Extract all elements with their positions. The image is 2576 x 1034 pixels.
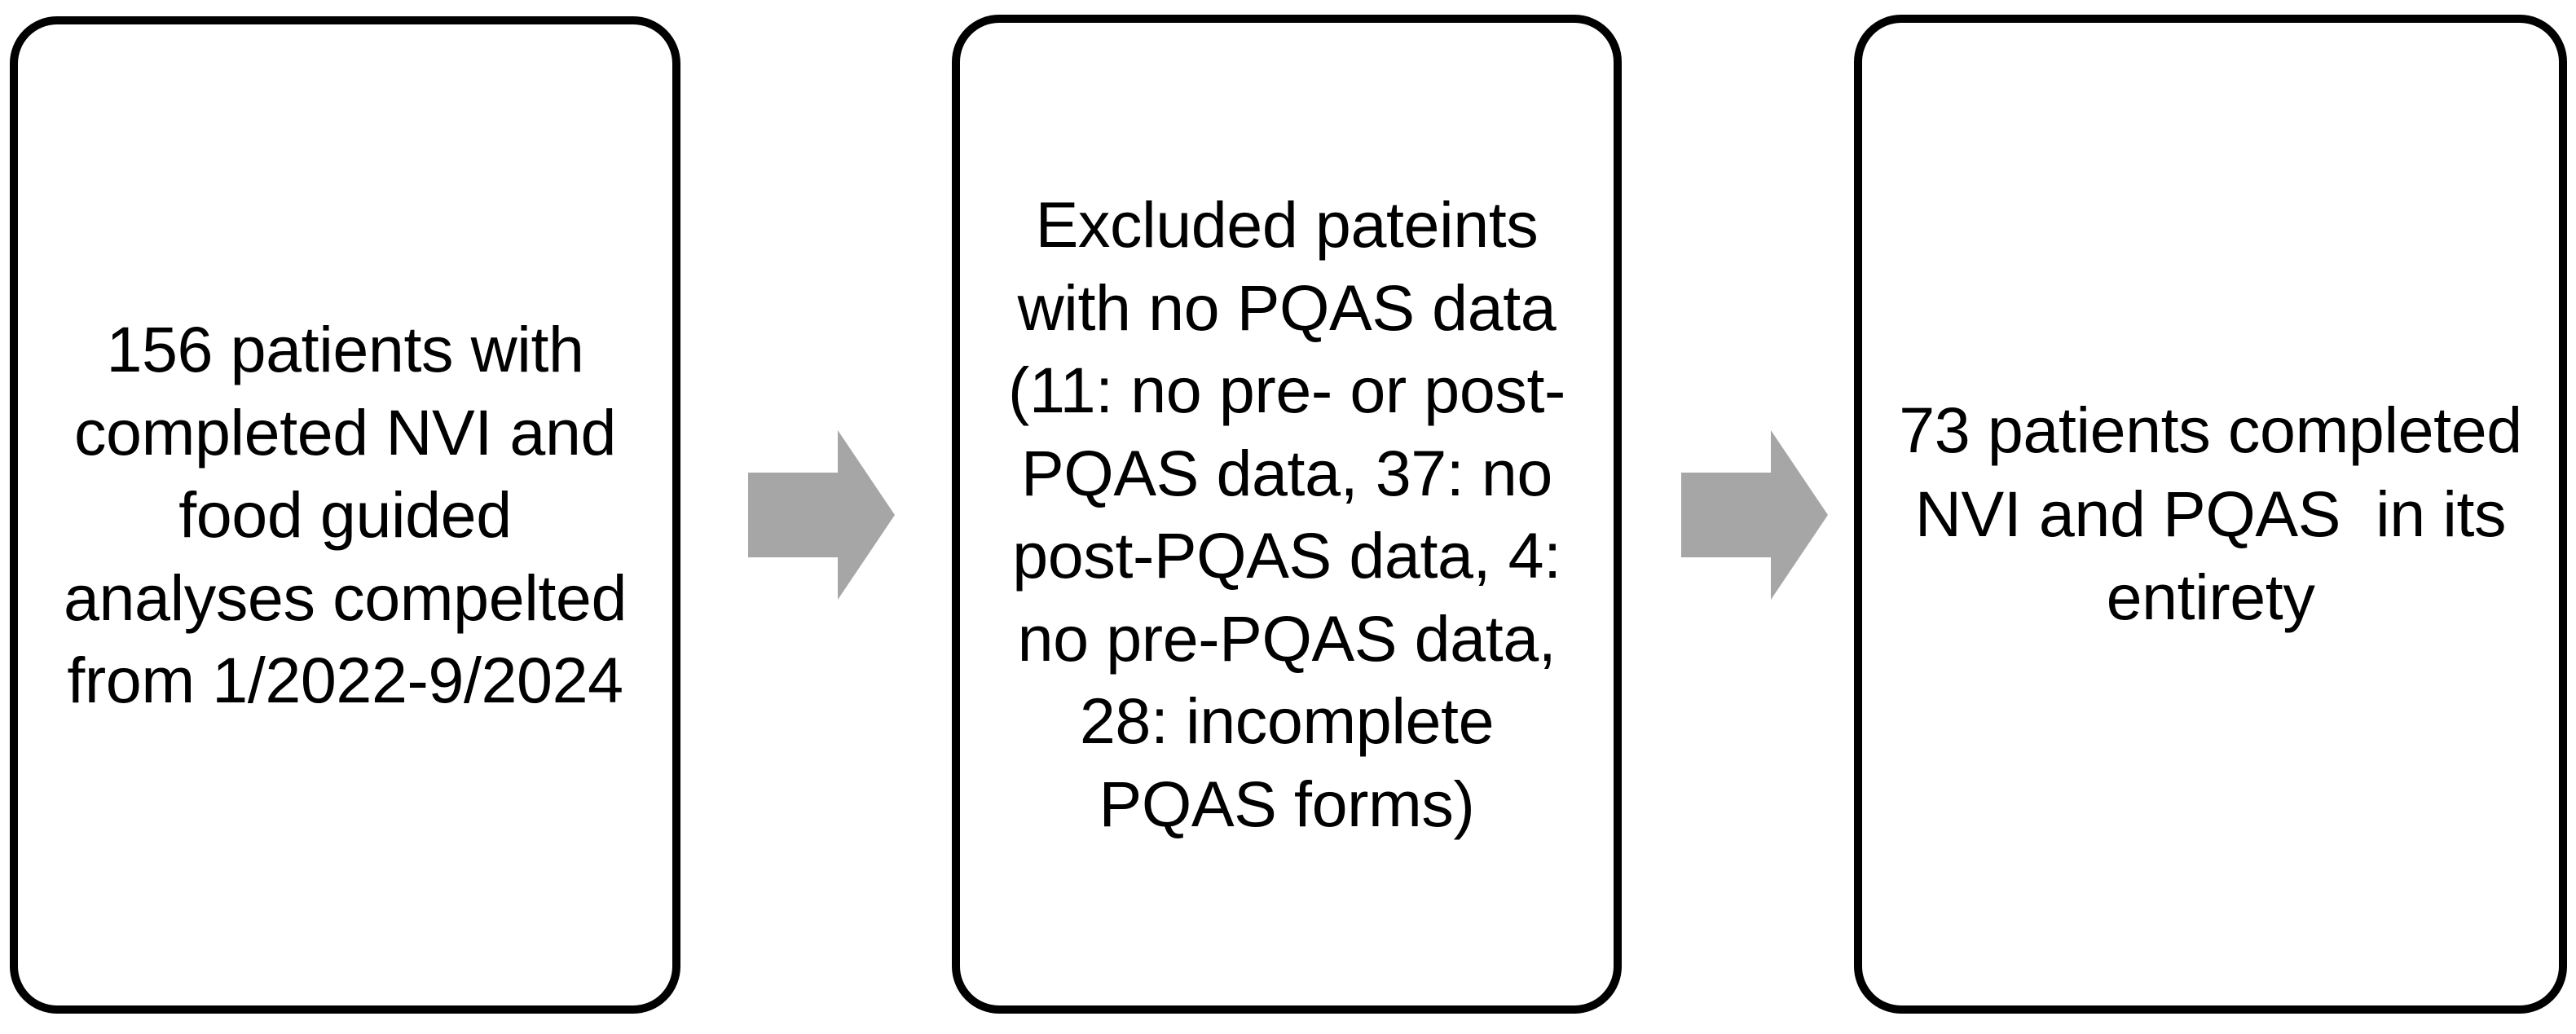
right-block-arrow-icon-1 <box>748 430 895 600</box>
flow-node-excluded: Excluded pateints with no PQAS data (11:… <box>952 15 1622 1014</box>
flow-node-enrolled: 156 patients with completed NVI and food… <box>10 16 680 1014</box>
flow-node-final: 73 patients completed NVI and PQAS in it… <box>1854 15 2567 1014</box>
right-block-arrow-icon-2 <box>1681 430 1828 600</box>
flow-node-excluded-label: Excluded pateints with no PQAS data (11:… <box>1008 188 1579 840</box>
flow-node-final-label: 73 patients completed NVI and PQAS in it… <box>1899 393 2540 634</box>
flow-node-enrolled-label: 156 patients with completed NVI and food… <box>63 313 645 717</box>
